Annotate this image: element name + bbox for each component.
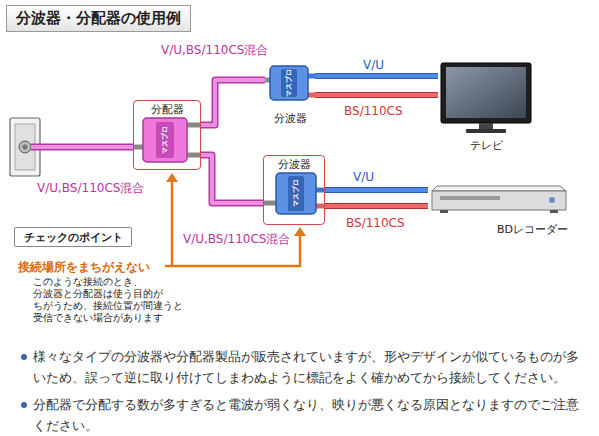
signal-label: V/U xyxy=(352,170,375,184)
outlet-pin xyxy=(23,145,28,150)
cable-connector xyxy=(315,76,438,77)
logo-plate xyxy=(288,176,304,211)
cable-connector xyxy=(201,155,263,203)
node-label: 分配器 xyxy=(151,103,184,116)
signal-label: V/U,BS/110CS混合 xyxy=(182,231,291,248)
cable-line xyxy=(315,92,438,98)
note-text: このような接続のとき、 分波器と分配器は使う目的が ちがうため、接続位置が間違う… xyxy=(33,276,191,324)
tv-frame xyxy=(441,63,531,123)
node-label: 分波器 xyxy=(278,158,311,171)
logo-plate xyxy=(281,69,297,97)
recorder-device: BDレコーダー xyxy=(428,180,568,236)
signal-label: BS/110CS xyxy=(345,216,406,230)
tv-base xyxy=(466,129,506,133)
cable xyxy=(31,145,133,149)
signal-label: BS/110CS xyxy=(343,104,404,118)
bullet-dot xyxy=(21,402,27,408)
cable-line xyxy=(325,204,428,208)
bullet-text: 分配器で分配する数が多すぎると電波が弱くなり、映りが悪くなる原因となりますのでご… xyxy=(33,394,589,436)
cable-line xyxy=(325,187,428,193)
cable-line xyxy=(315,74,438,78)
recorder-foot xyxy=(550,210,558,213)
cable-line xyxy=(325,203,428,209)
cable-line xyxy=(201,155,263,203)
tv-stand xyxy=(479,123,493,129)
splitter-body xyxy=(143,118,187,162)
cable-connector xyxy=(315,95,438,96)
recorder-foot xyxy=(440,210,448,213)
title-text: 分波器・分配器の使用例 xyxy=(6,5,191,32)
brand-logo: マスプロ xyxy=(292,179,300,207)
diplexer-body xyxy=(270,66,308,100)
port xyxy=(186,123,201,128)
cable-line xyxy=(315,93,438,97)
diplexer-body xyxy=(276,173,316,214)
signal-label: V/U xyxy=(362,58,385,72)
cable-connector xyxy=(325,190,428,191)
check-arrowhead xyxy=(166,173,178,182)
signal-label: V/U,BS/110CS混合 xyxy=(36,180,145,197)
recorder-button xyxy=(549,197,555,203)
cable-line xyxy=(325,188,428,192)
bullet-dot xyxy=(21,354,27,360)
node-label: テレビ xyxy=(470,139,503,152)
brand-logo: マスプロ xyxy=(161,126,169,154)
port xyxy=(263,201,277,206)
cable-connector xyxy=(201,80,265,125)
tv-screen xyxy=(446,67,526,118)
brand-logo: マスプロ xyxy=(285,69,293,97)
cable-line xyxy=(201,155,263,203)
warning-heading: 接続場所をまちがえない xyxy=(18,259,150,276)
cable-line xyxy=(201,80,265,125)
cable-connector xyxy=(325,206,428,207)
check-arrowhead xyxy=(294,227,306,236)
check-leader xyxy=(171,180,174,266)
logo-plate xyxy=(156,122,174,158)
signal-label: V/U,BS/110CS混合 xyxy=(160,42,269,59)
recorder-tray xyxy=(440,196,500,200)
cable-line xyxy=(201,80,265,125)
recorder-top xyxy=(432,186,566,191)
node-label: BDレコーダー xyxy=(497,223,568,236)
tv-device: テレビ xyxy=(438,60,534,152)
cable-line xyxy=(315,73,438,79)
cable-outline xyxy=(31,144,133,151)
bullet-text: 様々なタイプの分波器や分配器製品が販売されていますが、形やデザインが似ているもの… xyxy=(33,346,589,388)
recorder-front xyxy=(432,191,566,210)
port xyxy=(186,153,201,158)
check-point-box: チェックのポイント xyxy=(14,227,132,247)
node-label: チェックのポイント xyxy=(24,230,123,245)
outlet-connector xyxy=(19,141,31,153)
node-label: 分波器 xyxy=(274,112,307,125)
